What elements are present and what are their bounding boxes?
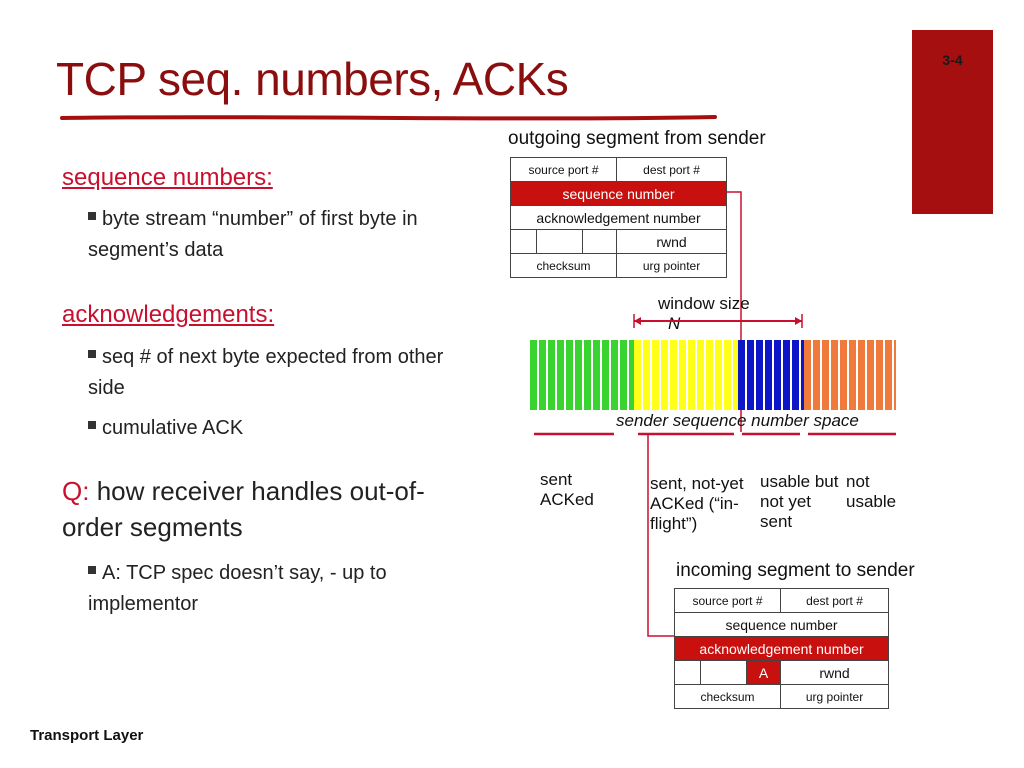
answer-bullet: A: TCP spec doesn’t say, - up to impleme… [88, 558, 468, 620]
in-rwnd: rwnd [780, 660, 890, 685]
ack-bullet-1-text: seq # of next byte expected from other s… [88, 346, 444, 399]
ack-bullet-1: seq # of next byte expected from other s… [88, 342, 468, 404]
out-flags-cell [581, 229, 618, 254]
sequence-space-strip [530, 340, 896, 410]
ack-bullet-2: cumulative ACK [88, 413, 468, 444]
seq-bullet: byte stream “number” of first byte in se… [88, 204, 478, 266]
in-sequence-number: sequence number [673, 612, 890, 637]
region-sent-acked [530, 340, 634, 410]
page-number: 3-4 [942, 52, 963, 68]
corner-badge [912, 30, 993, 214]
question: Q: how receiver handles out-of-order seg… [62, 473, 472, 545]
outgoing-caption: outgoing segment from sender [508, 128, 766, 149]
question-label: Q: [62, 476, 90, 506]
ack-bullet-2-text: cumulative ACK [102, 417, 244, 439]
out-dest-port: dest port # [616, 157, 728, 182]
incoming-header-table: source port # dest port # sequence numbe… [673, 588, 890, 709]
label-not-usable: not usable [846, 472, 897, 511]
incoming-caption: incoming segment to sender [676, 560, 915, 581]
label-in-flight: sent, not-yet ACKed (“in-flight”) [650, 474, 744, 533]
incoming-ack-connector [647, 433, 676, 637]
window-size-arrow [633, 314, 803, 328]
out-checksum: checksum [509, 253, 618, 278]
sequence-space-label: sender sequence number space [616, 411, 859, 430]
in-flags-cell [700, 660, 747, 685]
window-size-n: N [668, 314, 681, 333]
region-usable [738, 340, 804, 410]
bullet-square-icon [88, 349, 96, 358]
footer-label: Transport Layer [30, 727, 144, 744]
arrow-left-icon [634, 317, 641, 325]
label-usable: usable but not yet sent [760, 472, 839, 531]
in-dest-port: dest port # [780, 588, 890, 613]
out-urg-pointer: urg pointer [616, 253, 728, 278]
bullet-square-icon [88, 211, 96, 220]
outgoing-header-table: source port # dest port # sequence numbe… [509, 157, 728, 278]
out-flags-cell [536, 229, 583, 254]
page-title: TCP seq. numbers, ACKs [56, 53, 569, 105]
region-underlines [534, 432, 896, 436]
window-size-label: window size [658, 294, 750, 313]
acks-heading: acknowledgements: [62, 301, 275, 328]
title-underline [60, 115, 717, 121]
seq-numbers-heading: sequence numbers: [62, 164, 273, 191]
bullet-square-icon [88, 565, 96, 574]
seq-bullet-text: byte stream “number” of first byte in se… [88, 208, 418, 261]
region-in-flight [634, 340, 738, 410]
in-source-port: source port # [673, 588, 782, 613]
bullet-square-icon [88, 420, 96, 429]
label-sent-acked: sent ACKed [540, 470, 594, 509]
arrow-right-icon [795, 317, 802, 325]
out-source-port: source port # [509, 157, 618, 182]
question-text: how receiver handles out-of-order segmen… [62, 476, 425, 542]
in-urg-pointer: urg pointer [780, 684, 890, 709]
in-ack-flag: A [745, 660, 782, 685]
in-flags-cell [674, 660, 701, 685]
in-checksum: checksum [673, 684, 782, 709]
answer-bullet-text: A: TCP spec doesn’t say, - up to impleme… [88, 562, 387, 615]
in-ack-number: acknowledgement number [673, 636, 890, 661]
out-rwnd: rwnd [616, 229, 728, 254]
out-ack-number: acknowledgement number [509, 205, 728, 230]
region-not-usable [804, 340, 896, 410]
